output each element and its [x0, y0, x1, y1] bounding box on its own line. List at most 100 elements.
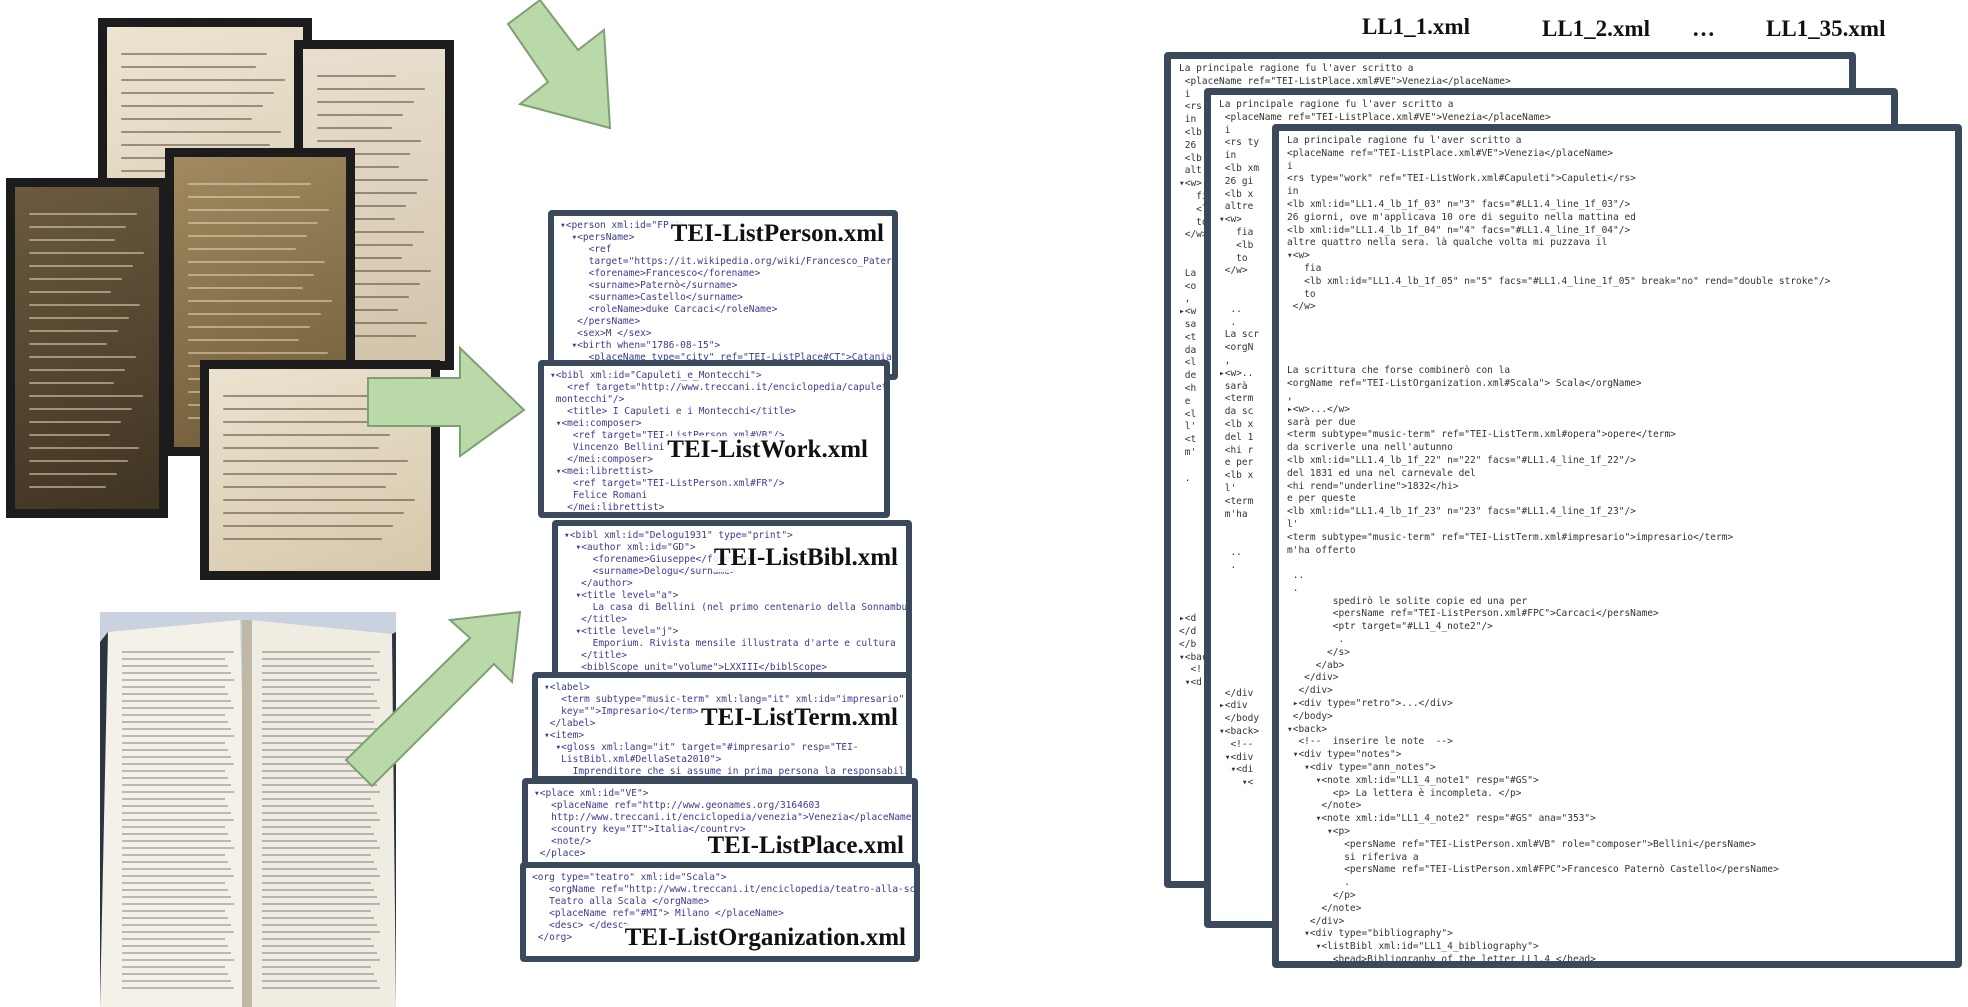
- handwriting-stroke: [29, 408, 132, 410]
- card-listterm: ▾<label> <term subtype="music-term" xml:…: [532, 672, 912, 782]
- handwriting-stroke: [121, 79, 285, 81]
- handwriting-stroke: [29, 460, 128, 462]
- handwriting-stroke: [317, 153, 410, 155]
- handwriting-stroke: [188, 196, 300, 198]
- card-listperson: ▾<person xml:id="FPC"> ▾<persName> <ref …: [548, 210, 898, 380]
- handwriting-stroke: [223, 473, 397, 475]
- handwriting-stroke: [317, 218, 395, 220]
- file-label-ll1-35: LL1_35.xml: [1766, 16, 1886, 41]
- handwriting-stroke: [29, 291, 111, 293]
- handwriting-stroke: [29, 421, 121, 423]
- file-label-ellipsis: …: [1692, 16, 1715, 41]
- handwriting-stroke: [317, 283, 420, 285]
- xml-page-ll1-1-code: La principale ragione fu l'aver scritto …: [1179, 63, 1511, 689]
- handwriting-stroke: [317, 205, 406, 207]
- file-label-ll1-1: LL1_1.xml: [1362, 14, 1470, 39]
- handwriting-stroke: [223, 421, 401, 423]
- handwriting-stroke: [29, 330, 118, 332]
- handwriting-stroke: [188, 235, 307, 237]
- handwriting-stroke: [29, 486, 106, 488]
- handwriting-stroke: [317, 270, 431, 272]
- card-listwork: ▾<bibl xml:id="Capuleti_e_Montecchi"> <r…: [538, 360, 890, 518]
- xml-page-ll1-2-code: La principale ragione fu l'aver scritto …: [1219, 99, 1551, 789]
- handwriting-stroke: [317, 140, 421, 142]
- handwriting-stroke: [29, 343, 107, 345]
- listplace-code: ▾<place xml:id="VE"> <placeName ref="htt…: [534, 788, 918, 859]
- handwriting-stroke: [121, 92, 274, 94]
- handwriting-stroke: [223, 434, 390, 436]
- handwriting-stroke: [29, 369, 125, 371]
- handwriting-stroke: [188, 261, 325, 263]
- handwriting-stroke: [29, 213, 137, 215]
- handwriting-stroke: [188, 274, 314, 276]
- handwriting-stroke: [29, 265, 133, 267]
- arrow-bottom-icon: [344, 610, 522, 788]
- handwriting-stroke: [188, 287, 303, 289]
- listbibl-code: ▾<bibl xml:id="Delogu1931" type="print">…: [564, 530, 908, 673]
- handwriting-stroke: [317, 244, 413, 246]
- handwriting-stroke: [317, 309, 398, 311]
- handwriting-stroke: [121, 105, 263, 107]
- handwriting-stroke: [188, 248, 296, 250]
- book-illustration: [100, 612, 396, 1007]
- handwriting-stroke: [121, 66, 256, 68]
- handwriting-stroke: [29, 473, 117, 475]
- handwriting-stroke: [188, 209, 329, 211]
- listterm-title: TEI-ListTerm.xml: [699, 704, 900, 732]
- xml-page-ll1-35: La principale ragione fu l'aver scritto …: [1272, 124, 1962, 968]
- handwriting-stroke: [29, 395, 143, 397]
- handwriting-stroke: [317, 127, 392, 129]
- handwriting-stroke: [317, 88, 425, 90]
- handwriting-stroke: [317, 296, 409, 298]
- handwriting-stroke: [223, 395, 383, 397]
- listwork-code: ▾<bibl xml:id="Capuleti_e_Montecchi"> <r…: [550, 370, 890, 513]
- handwriting-stroke: [29, 239, 115, 241]
- handwriting-stroke: [29, 434, 110, 436]
- printed-book-photo: [100, 612, 396, 1007]
- handwriting-stroke: [188, 222, 318, 224]
- handwriting-stroke: [223, 460, 408, 462]
- handwriting-stroke: [223, 538, 382, 540]
- file-label-ll1-2: LL1_2.xml: [1542, 16, 1650, 41]
- handwriting-stroke: [29, 317, 129, 319]
- card-listplace: ▾<place xml:id="VE"> <placeName ref="htt…: [522, 778, 918, 870]
- handwriting-stroke: [188, 300, 332, 302]
- xml-page-ll1-35-code: La principale ragione fu l'aver scritto …: [1287, 135, 1831, 965]
- listterm-code: ▾<label> <term subtype="music-term" xml:…: [544, 682, 911, 777]
- card-listorganization: <org type="teatro" xml:id="Scala"> <orgN…: [520, 862, 920, 962]
- handwriting-stroke: [317, 179, 428, 181]
- listwork-title: TEI-ListWork.xml: [665, 436, 870, 464]
- handwriting-stroke: [121, 118, 252, 120]
- handwriting-stroke: [29, 226, 126, 228]
- handwriting-stroke: [188, 339, 299, 341]
- handwriting-stroke: [29, 304, 140, 306]
- handwriting-stroke: [317, 114, 403, 116]
- handwriting-stroke: [317, 322, 427, 324]
- card-listbibl: ▾<bibl xml:id="Delogu1931" type="print">…: [552, 520, 912, 678]
- handwriting-stroke: [29, 278, 122, 280]
- listplace-title: TEI-ListPlace.xml: [705, 832, 906, 860]
- handwriting-stroke: [29, 356, 136, 358]
- handwriting-stroke: [223, 486, 386, 488]
- handwriting-stroke: [317, 75, 396, 77]
- handwriting-stroke: [121, 144, 270, 146]
- listperson-title: TEI-ListPerson.xml: [668, 220, 886, 248]
- handwriting-stroke: [29, 382, 114, 384]
- handwriting-stroke: [29, 447, 139, 449]
- handwriting-stroke: [317, 257, 402, 259]
- handwriting-stroke: [223, 512, 404, 514]
- handwriting-stroke: [188, 326, 310, 328]
- listorganization-title: TEI-ListOrganization.xml: [622, 924, 908, 952]
- handwriting-stroke: [317, 101, 414, 103]
- arrow-middle-icon: [367, 345, 526, 458]
- handwriting-stroke: [317, 166, 399, 168]
- handwriting-stroke: [223, 408, 412, 410]
- handwriting-stroke: [317, 231, 424, 233]
- handwriting-stroke: [223, 499, 415, 501]
- listorganization-code: <org type="teatro" xml:id="Scala"> <orgN…: [532, 872, 920, 943]
- handwriting-stroke: [317, 335, 416, 337]
- handwriting-stroke: [121, 53, 267, 55]
- handwriting-stroke: [121, 131, 281, 133]
- letter-scan-3: [6, 178, 168, 518]
